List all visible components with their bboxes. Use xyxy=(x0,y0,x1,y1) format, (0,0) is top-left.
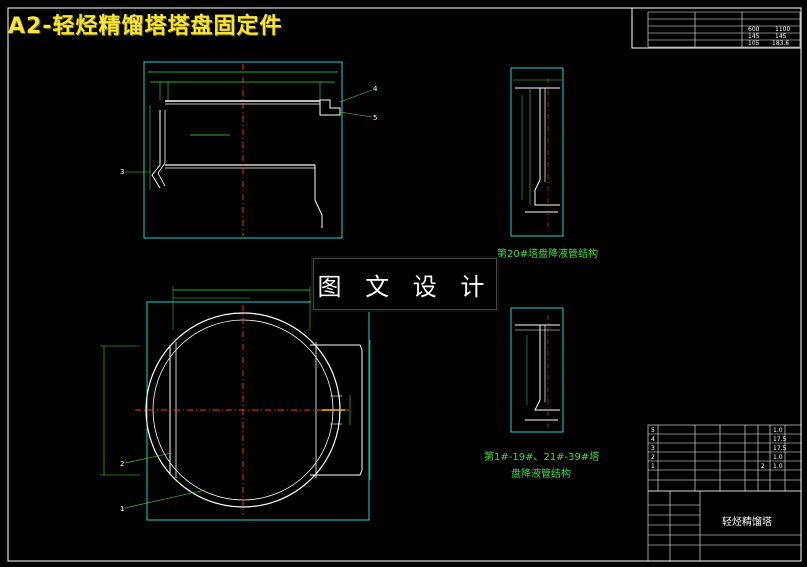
bom-index-1: 1 xyxy=(651,463,655,470)
spec-table xyxy=(647,11,801,48)
title-block-name: 轻烃精馏塔 xyxy=(722,515,772,528)
spec-cell-5-4: 183.6 xyxy=(772,40,789,47)
spec-cell-5-3: 105 xyxy=(748,40,760,47)
detail-1-39-caption-1: 第1#-19#、21#-39#塔 xyxy=(484,450,599,463)
watermark-stamp: 图 文 设 计 xyxy=(313,258,497,310)
page-title: A2-轻烃精馏塔塔盘固定件 xyxy=(8,14,283,39)
spec-cell-3-4: 1100 xyxy=(775,26,790,33)
detail-1-39-caption-2: 盘降液管结构 xyxy=(511,467,571,480)
detail-20-caption: 第20#塔盘降液管结构 xyxy=(497,247,598,260)
bom-index-4: 4 xyxy=(651,436,655,443)
title-block xyxy=(647,490,802,562)
bom-index-3: 3 xyxy=(651,445,655,452)
outer-frame xyxy=(7,7,802,562)
bom-rows: 5 1.0 4 17.5 3 17.5 2 1.0 1 2 1.0 xyxy=(651,427,787,470)
bom-index-2: 2 xyxy=(651,454,655,461)
bom-qty-4: 17.5 xyxy=(773,436,787,443)
detail-20-view xyxy=(510,67,564,237)
bom-qty-3: 17.5 xyxy=(773,445,787,452)
top-section-view xyxy=(125,61,373,239)
spec-cell-4-4: 145 xyxy=(775,33,787,40)
bom-qty-2: 1.0 xyxy=(773,454,783,461)
bom-count-1: 2 xyxy=(761,463,765,470)
spec-cell-4-3: 145 xyxy=(748,33,760,40)
bom-index-5: 5 xyxy=(651,427,655,434)
bom-table xyxy=(647,424,802,492)
callout-2: 2 xyxy=(120,460,124,468)
callout-4: 4 xyxy=(373,85,378,93)
spec-table-frame xyxy=(631,7,802,49)
bom-qty-5: 1.0 xyxy=(773,427,783,434)
detail-1-39-view xyxy=(510,307,564,433)
callout-1: 1 xyxy=(120,505,124,513)
callout-5: 5 xyxy=(373,114,377,122)
spec-cell-3-3: 600 xyxy=(748,26,760,33)
callout-3: 3 xyxy=(120,168,124,176)
bom-qty-1: 1.0 xyxy=(773,463,783,470)
plan-view xyxy=(100,286,371,521)
